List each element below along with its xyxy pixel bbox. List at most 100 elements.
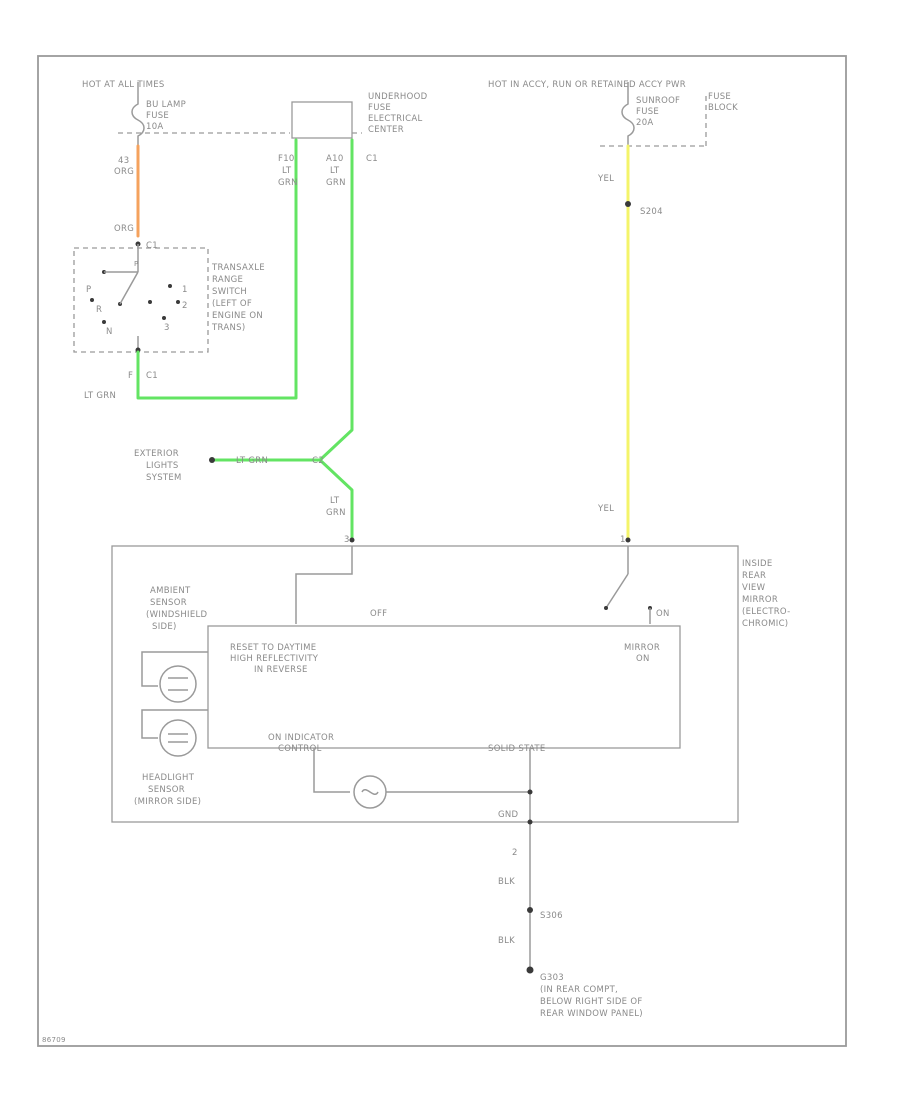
- svg-text:TRANS): TRANS): [211, 323, 245, 333]
- svg-text:VIEW: VIEW: [742, 583, 766, 593]
- fuse-block-label: FUSE: [708, 92, 731, 102]
- mirror-switch-blade: [605, 573, 629, 609]
- svg-text:N: N: [106, 327, 113, 337]
- mirror-pin-3: 3: [344, 535, 350, 545]
- svg-text:BLOCK: BLOCK: [708, 103, 738, 113]
- wire-label-yel-bot: YEL: [597, 504, 614, 514]
- mirror-pin-1: 1: [620, 535, 626, 545]
- svg-text:P: P: [86, 285, 91, 295]
- wire-label-blk1: BLK: [498, 877, 515, 887]
- svg-text:REAR: REAR: [742, 571, 766, 581]
- ground-point: [526, 966, 534, 974]
- svg-text:HIGH REFLECTIVITY: HIGH REFLECTIVITY: [230, 654, 319, 664]
- svg-text:RANGE: RANGE: [212, 275, 243, 285]
- power-left-label: HOT AT ALL TIMES: [82, 80, 165, 90]
- svg-text:LIGHTS: LIGHTS: [146, 461, 179, 471]
- mirror-on-text: MIRROR: [624, 643, 660, 653]
- ground-id: G303: [540, 973, 564, 983]
- svg-text:MIRROR: MIRROR: [742, 595, 778, 605]
- mirror-off-label: OFF: [370, 609, 387, 619]
- wire-label-blk2: BLK: [498, 936, 515, 946]
- svg-text:(LEFT OF: (LEFT OF: [212, 299, 252, 309]
- svg-text:SIDE): SIDE): [152, 622, 177, 632]
- svg-text:CHROMIC): CHROMIC): [742, 619, 788, 629]
- svg-text:FUSE: FUSE: [368, 103, 391, 113]
- green-wire-mirror: [318, 138, 354, 540]
- svg-text:BELOW RIGHT SIDE OF: BELOW RIGHT SIDE OF: [540, 997, 643, 1007]
- svg-text:FUSE: FUSE: [636, 107, 659, 117]
- underhood-center-label: UNDERHOOD: [368, 92, 428, 102]
- svg-text:(WINDSHIELD: (WINDSHIELD: [146, 610, 208, 620]
- wire-label-f10: F10: [278, 154, 295, 164]
- mirror-on-label: ON: [656, 609, 670, 619]
- svg-text:20A: 20A: [636, 118, 654, 128]
- svg-text:ORG: ORG: [114, 167, 134, 177]
- reset-label: RESET TO DAYTIME: [230, 643, 316, 653]
- wire-label-ltgrn-bot: LT: [330, 496, 340, 506]
- green-wire-switch: [136, 138, 298, 400]
- svg-text:2: 2: [182, 301, 188, 311]
- svg-text:P: P: [134, 260, 139, 268]
- svg-text:SWITCH: SWITCH: [212, 287, 247, 297]
- switch-pin-c1: C1: [146, 241, 158, 251]
- wire-label-ltgrn-ext: LT GRN: [236, 456, 268, 466]
- svg-text:GRN: GRN: [326, 508, 346, 518]
- svg-text:LT: LT: [282, 166, 292, 176]
- transaxle-switch-box: [73, 247, 209, 353]
- splice-s204: S204: [640, 207, 663, 217]
- wire-label-ltgrn-left: LT GRN: [84, 391, 116, 401]
- fuse-left-label: BU LAMP: [146, 100, 186, 110]
- headlight-sensor-icon: [159, 719, 197, 757]
- svg-text:ELECTRICAL: ELECTRICAL: [368, 114, 423, 124]
- headlight-sensor-label: HEADLIGHT: [142, 773, 195, 783]
- underhood-center-box: [291, 101, 353, 139]
- exterior-lights-label: EXTERIOR: [134, 449, 179, 459]
- svg-text:SENSOR: SENSOR: [148, 785, 185, 795]
- ambient-sensor-icon: [159, 665, 197, 703]
- figure-id: 86709: [42, 1036, 66, 1044]
- fuse-right-label: SUNROOF: [636, 96, 680, 106]
- svg-text:ON: ON: [636, 654, 650, 664]
- svg-text:ENGINE ON: ENGINE ON: [212, 311, 263, 321]
- svg-text:FUSE: FUSE: [146, 111, 169, 121]
- mirror-box: [111, 545, 739, 823]
- indicator-label: ON INDICATOR: [268, 733, 334, 743]
- mirror-label: INSIDE: [742, 559, 772, 569]
- svg-text:GRN: GRN: [326, 178, 346, 188]
- svg-text:1: 1: [182, 285, 188, 295]
- svg-text:3: 3: [164, 323, 170, 333]
- switch-label: TRANSAXLE: [211, 263, 265, 273]
- ambient-sensor-label: AMBIENT: [150, 586, 191, 596]
- wire-label-f-c1: F: [128, 371, 133, 381]
- svg-text:LT: LT: [330, 166, 340, 176]
- svg-text:CONTROL: CONTROL: [278, 744, 322, 754]
- splice-c2: C2: [312, 456, 324, 466]
- gnd-pin: 2: [512, 848, 518, 858]
- svg-text:REAR WINDOW PANEL): REAR WINDOW PANEL): [540, 1009, 643, 1019]
- svg-text:(ELECTRO-: (ELECTRO-: [742, 607, 791, 617]
- wire-label-yel-top: YEL: [597, 174, 614, 184]
- wire-label-org: ORG: [114, 224, 134, 234]
- svg-text:10A: 10A: [146, 122, 164, 132]
- power-right-label: HOT IN ACCY, RUN OR RETAINED ACCY PWR: [488, 80, 686, 90]
- wire-label-43: 43: [118, 156, 129, 166]
- wire-label-c1-right: C1: [366, 154, 378, 164]
- svg-text:SENSOR: SENSOR: [150, 598, 187, 608]
- diagram-frame: [37, 55, 847, 1047]
- solid-state-label: SOLID STATE: [488, 744, 546, 754]
- fuse-right-symbol: [621, 96, 635, 146]
- svg-text:R: R: [96, 305, 102, 315]
- gnd-label: GND: [498, 810, 519, 820]
- svg-text:GRN: GRN: [278, 178, 298, 188]
- ground-desc: (IN REAR COMPT,: [540, 985, 618, 995]
- fuse-left-symbol: [131, 96, 145, 146]
- svg-text:IN REVERSE: IN REVERSE: [254, 665, 308, 675]
- wire-label-a10: A10: [326, 154, 344, 164]
- svg-text:CENTER: CENTER: [368, 125, 404, 135]
- splice-s306: S306: [540, 911, 563, 921]
- svg-text:(MIRROR SIDE): (MIRROR SIDE): [134, 797, 201, 807]
- svg-text:SYSTEM: SYSTEM: [146, 473, 182, 483]
- svg-text:C1: C1: [146, 371, 158, 381]
- mirror-control-box: [207, 625, 681, 749]
